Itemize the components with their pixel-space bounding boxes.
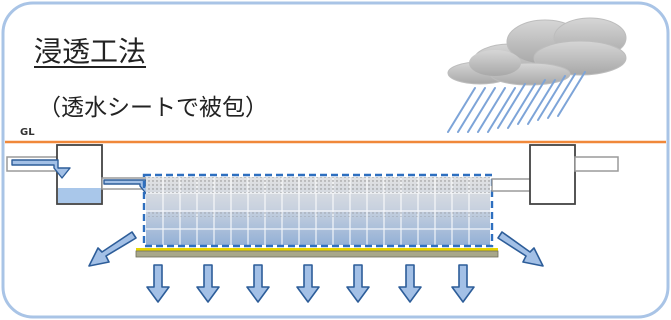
outlet-pipe — [491, 178, 531, 192]
storage-tank — [146, 177, 490, 245]
cloud-icon — [447, 17, 627, 86]
base-plate — [135, 248, 499, 258]
diagram-subtitle: （透水シートで被包） — [38, 95, 268, 121]
ground-level-label: GL — [20, 127, 35, 138]
outlet-pipe-right — [574, 156, 619, 172]
diagram-title: 浸透工法 — [34, 35, 147, 68]
inlet-arrow-icon — [11, 159, 71, 179]
diagonal-arrow-icon — [88, 231, 137, 267]
diagonal-arrow-icon — [497, 231, 544, 267]
rain-icon — [447, 71, 586, 133]
outlet-basin — [529, 144, 576, 205]
